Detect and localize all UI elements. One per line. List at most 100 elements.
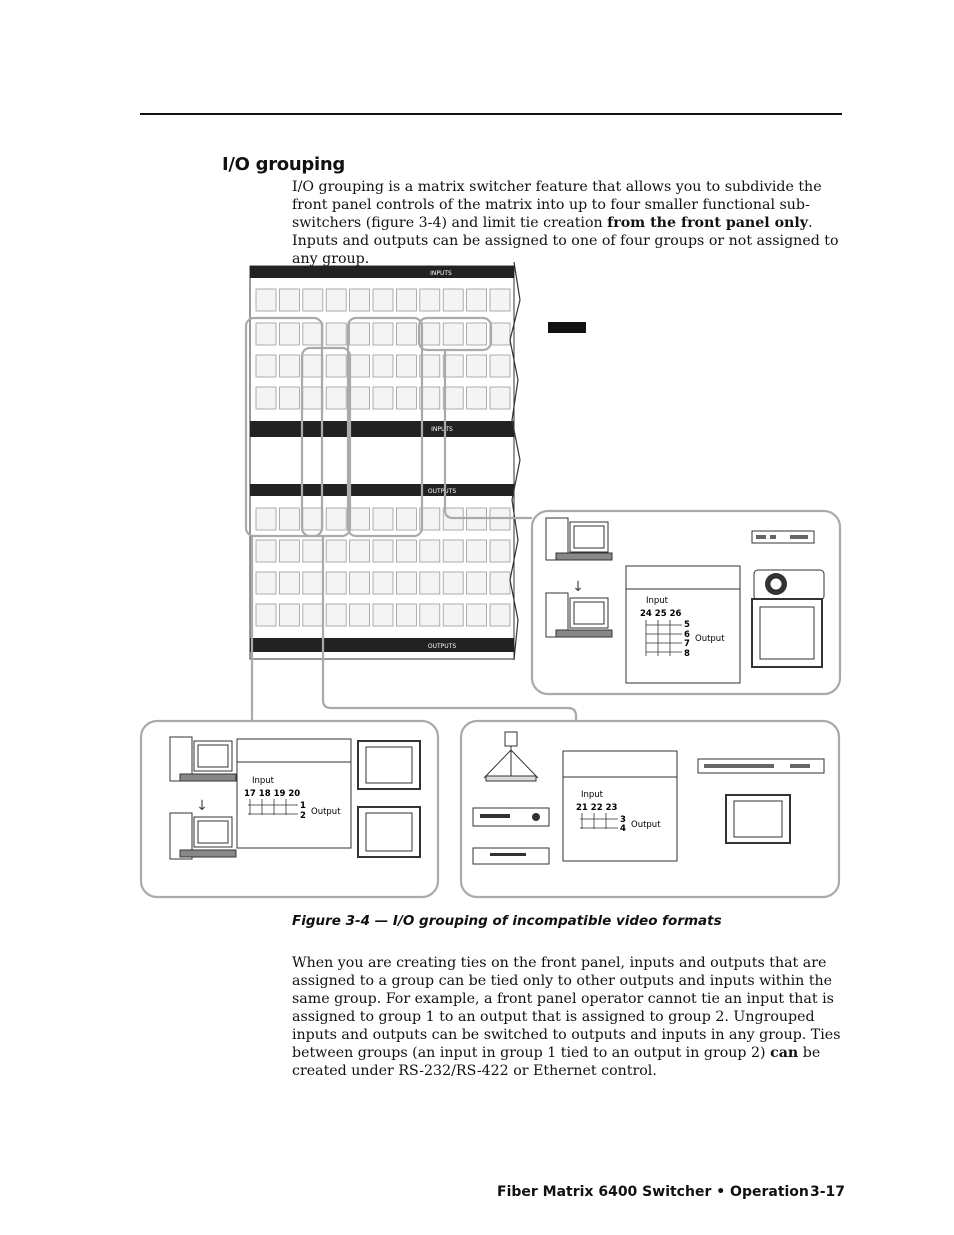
panel-button	[349, 322, 371, 346]
panel-button	[419, 539, 441, 563]
section-heading: I/O grouping	[222, 154, 345, 175]
panel-button	[278, 322, 300, 346]
panel-button	[278, 603, 300, 627]
panel-button	[325, 571, 347, 595]
panel-button	[255, 354, 277, 378]
panel-button	[372, 507, 394, 531]
panel-button	[255, 386, 277, 410]
panel-button	[419, 571, 441, 595]
inputs-label-top: INPUTS	[430, 270, 452, 277]
panel-button	[466, 571, 488, 595]
intro-bold: from the front panel only	[607, 215, 809, 231]
group-center-output-4: 4	[620, 824, 626, 834]
group-center-inputs: 21 22 23	[576, 803, 617, 813]
panel-button	[489, 354, 511, 378]
panel-button	[395, 539, 417, 563]
panel-button	[489, 322, 511, 346]
panel-button	[349, 539, 371, 563]
panel-button	[489, 571, 511, 595]
panel-button	[466, 603, 488, 627]
projector-icon	[753, 569, 825, 601]
panel-button	[442, 354, 464, 378]
panel-button	[349, 288, 371, 312]
panel-button	[325, 507, 347, 531]
panel-button	[372, 571, 394, 595]
panel-button	[278, 571, 300, 595]
group-right-output-label: Output	[695, 634, 725, 644]
panel-button	[278, 507, 300, 531]
group-left-output-2: 2	[300, 811, 306, 821]
panel-button	[255, 322, 277, 346]
monitor-icon	[357, 806, 421, 858]
panel-button	[278, 288, 300, 312]
group-right-output-5: 5	[684, 620, 690, 630]
panel-button	[395, 386, 417, 410]
switcher-icon	[751, 530, 815, 544]
panel-button	[325, 603, 347, 627]
body-text-2: be created under RS-232/RS-422 or Ethern…	[292, 1045, 821, 1079]
group-left-output-label: Output	[311, 807, 341, 817]
panel-button	[489, 288, 511, 312]
panel-button	[419, 386, 441, 410]
switcher-icon	[697, 758, 825, 774]
panel-button	[349, 571, 371, 595]
panel-button	[255, 603, 277, 627]
panel-button	[302, 571, 324, 595]
document-camera-icon	[483, 731, 539, 782]
group-left-input-label: Input	[252, 776, 275, 786]
outputs-label-top: OUTPUTS	[428, 488, 456, 495]
monitor-icon	[725, 794, 791, 844]
panel-button	[372, 386, 394, 410]
body-bold: can	[770, 1045, 799, 1061]
panel-button	[278, 539, 300, 563]
panel-button	[302, 386, 324, 410]
dvd-player-icon	[472, 847, 550, 865]
panel-button	[278, 386, 300, 410]
group-right-inputs: 24 25 26	[640, 609, 681, 619]
panel-button	[372, 539, 394, 563]
group-center-output-label: Output	[631, 820, 661, 830]
panel-button	[325, 288, 347, 312]
group-right-output-8: 8	[684, 649, 690, 659]
computer-icon	[169, 812, 237, 860]
panel-button	[325, 386, 347, 410]
header-rule	[140, 113, 842, 115]
panel-button	[466, 288, 488, 312]
page-number: 3-17	[810, 1184, 846, 1200]
group-box-center: Input 21 22 23 3 4 Output	[459, 719, 841, 899]
front-panel: INPUTS INPUTS OUTPUTS OUTPUTS	[249, 261, 586, 661]
panel-button	[278, 354, 300, 378]
panel-button	[302, 354, 324, 378]
panel-button	[395, 322, 417, 346]
panel-button	[325, 322, 347, 346]
vcr-icon	[472, 807, 550, 827]
panel-button	[302, 507, 324, 531]
group-box-left: ↓ Input 17 18 19 20 1 2 Output	[139, 719, 440, 899]
panel-button	[302, 603, 324, 627]
panel-button	[372, 603, 394, 627]
group-center-input-label: Input	[581, 790, 604, 800]
panel-button	[349, 354, 371, 378]
panel-button	[325, 539, 347, 563]
panel-button	[395, 603, 417, 627]
panel-button	[372, 322, 394, 346]
panel-button	[255, 288, 277, 312]
monitor-icon	[357, 740, 421, 790]
panel-button	[442, 288, 464, 312]
panel-button	[302, 322, 324, 346]
intro-paragraph: I/O grouping is a matrix switcher featur…	[292, 178, 842, 268]
down-arrow-icon: ↓	[196, 798, 208, 814]
group-center-output-3: 3	[620, 815, 626, 825]
panel-button	[466, 354, 488, 378]
panel-button	[466, 322, 488, 346]
computer-icon	[545, 517, 613, 561]
panel-button	[442, 603, 464, 627]
group-box-right: ↓ Input 24 25 26 5 6 7 8 Output	[530, 509, 842, 696]
panel-button	[466, 539, 488, 563]
intro-text-1: I/O grouping is a matrix switcher featur…	[292, 179, 822, 231]
panel-button	[419, 507, 441, 531]
group-right-output-7: 7	[684, 639, 690, 649]
panel-button	[442, 539, 464, 563]
panel-button	[489, 386, 511, 410]
